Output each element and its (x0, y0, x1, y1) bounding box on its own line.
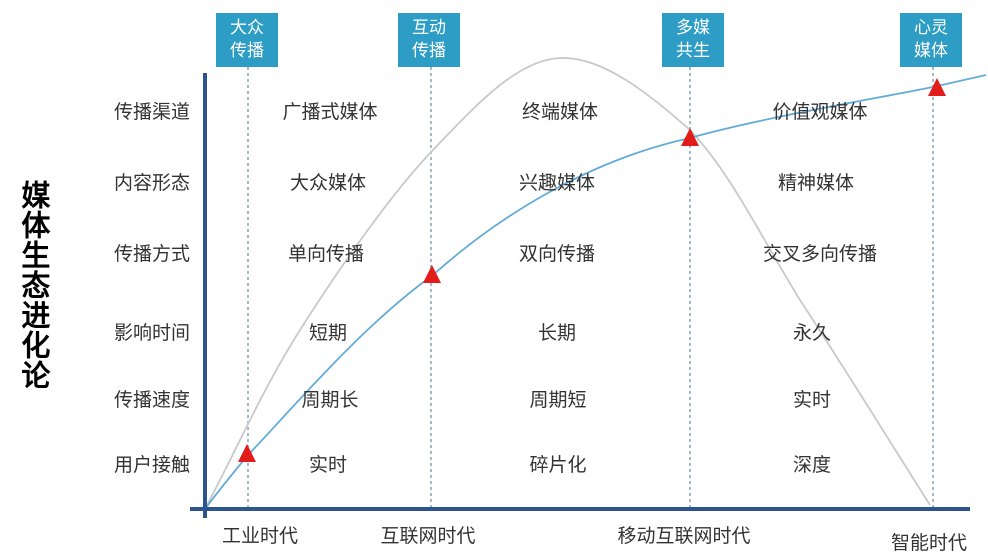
row-label-method: 传播方式 (113, 244, 190, 265)
era-label-mobile-internet: 移动互联网时代 (617, 526, 751, 547)
cell-content-2: 兴趣媒体 (518, 173, 596, 194)
row-label-content: 内容形态 (113, 173, 190, 194)
cell-speed-3: 实时 (792, 390, 832, 411)
cell-contact-3: 深度 (792, 455, 832, 476)
stage-box-label: 大众传播 (230, 18, 264, 60)
cell-channel-1: 广播式媒体 (282, 102, 378, 123)
era-label-intelligent: 智能时代 (890, 533, 968, 554)
stage-box-label: 心灵媒体 (914, 18, 948, 60)
era-label-internet: 互联网时代 (380, 526, 476, 547)
marker-triangle-1 (238, 444, 256, 462)
stage-box-mass-communication: 大众传播 (216, 13, 278, 67)
marker-triangle-3 (681, 128, 699, 146)
cell-impact-3: 永久 (792, 323, 832, 344)
row-label-impact: 影响时间 (113, 323, 190, 344)
cell-speed-1: 周期长 (301, 390, 359, 411)
stage-box-mind-media: 心灵媒体 (900, 13, 962, 67)
diagram-title: 媒体生态进化论 (16, 180, 49, 390)
cell-method-1: 单向传播 (287, 244, 365, 265)
growth-curve (204, 74, 987, 510)
row-label-contact: 用户接触 (113, 455, 190, 476)
cell-content-3: 精神媒体 (777, 173, 855, 194)
cell-content-1: 大众媒体 (289, 173, 367, 194)
stage-box-label: 互动传播 (412, 18, 446, 60)
row-label-speed: 传播速度 (113, 390, 190, 411)
row-label-channel: 传播渠道 (113, 102, 190, 123)
cell-contact-2: 碎片化 (529, 455, 587, 476)
bell-curve (204, 57, 931, 510)
cell-method-3: 交叉多向传播 (762, 244, 878, 265)
stage-box-label: 多媒共生 (676, 18, 710, 60)
marker-triangle-2 (423, 265, 441, 283)
stage-box-interactive-communication: 互动传播 (398, 13, 460, 67)
cell-channel-3: 价值观媒体 (772, 102, 868, 123)
stage-box-multimedia-symbiosis: 多媒共生 (662, 13, 724, 67)
era-label-industrial: 工业时代 (221, 526, 299, 547)
cell-impact-2: 长期 (537, 323, 577, 344)
cell-speed-2: 周期短 (529, 390, 587, 411)
cell-method-2: 双向传播 (518, 244, 596, 265)
cell-impact-1: 短期 (308, 323, 348, 344)
cell-contact-1: 实时 (308, 455, 348, 476)
cell-channel-2: 终端媒体 (521, 102, 599, 123)
marker-triangle-4 (928, 78, 946, 96)
